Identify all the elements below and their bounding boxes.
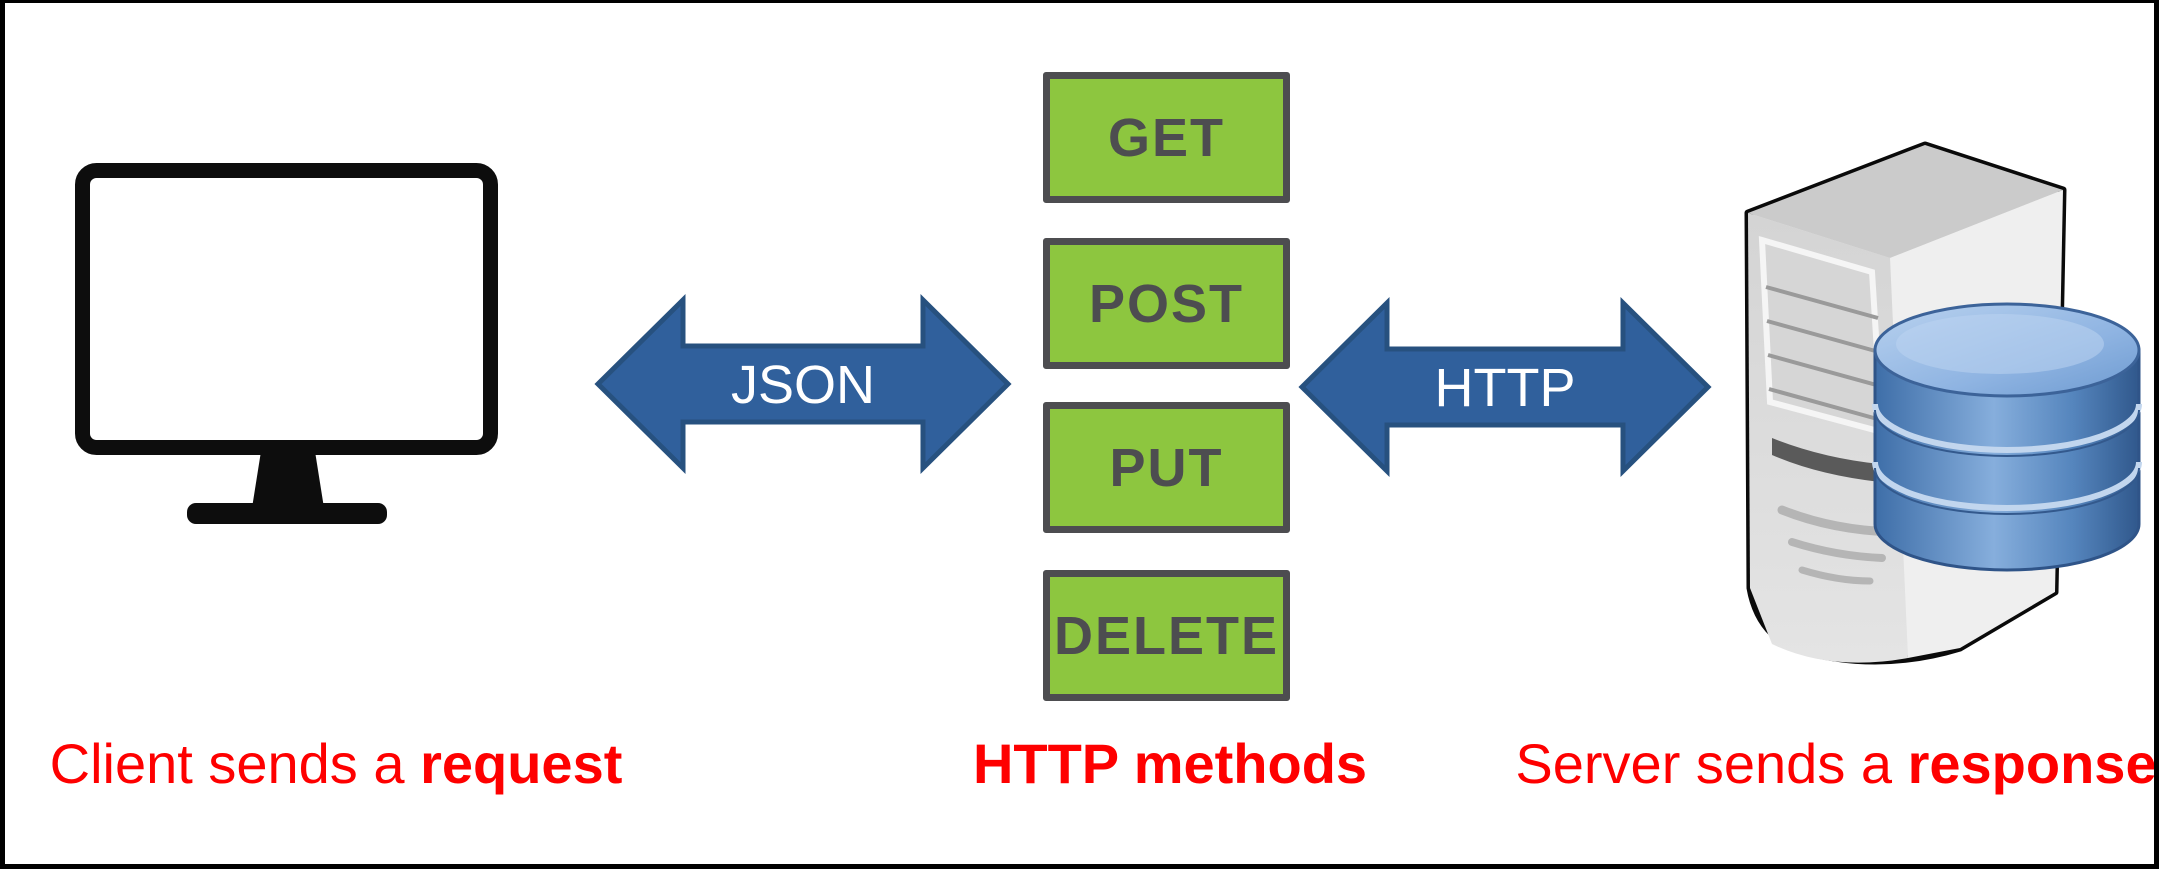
server-caption-text: Server sends a [1515,732,1908,795]
database-icon [1872,302,2142,572]
json-arrow: JSON [594,294,1012,474]
methods-caption: HTTP methods [972,732,1368,795]
server-caption-bold: response [1907,732,2157,795]
method-box-delete: DELETE [1043,570,1290,701]
client-caption-text: Client sends a [49,732,421,795]
client-caption-bold: request [420,732,623,795]
http-arrow: HTTP [1298,297,1712,477]
server-caption: Server sends a response [1515,733,2156,795]
json-arrow-label: JSON [731,355,875,415]
http-arrow-label: HTTP [1435,358,1576,418]
method-box-get: GET [1043,72,1290,203]
monitor-icon [75,163,498,524]
method-box-post: POST [1043,238,1290,369]
client-caption: Client sends a request [50,733,623,795]
method-box-put: PUT [1043,402,1290,533]
